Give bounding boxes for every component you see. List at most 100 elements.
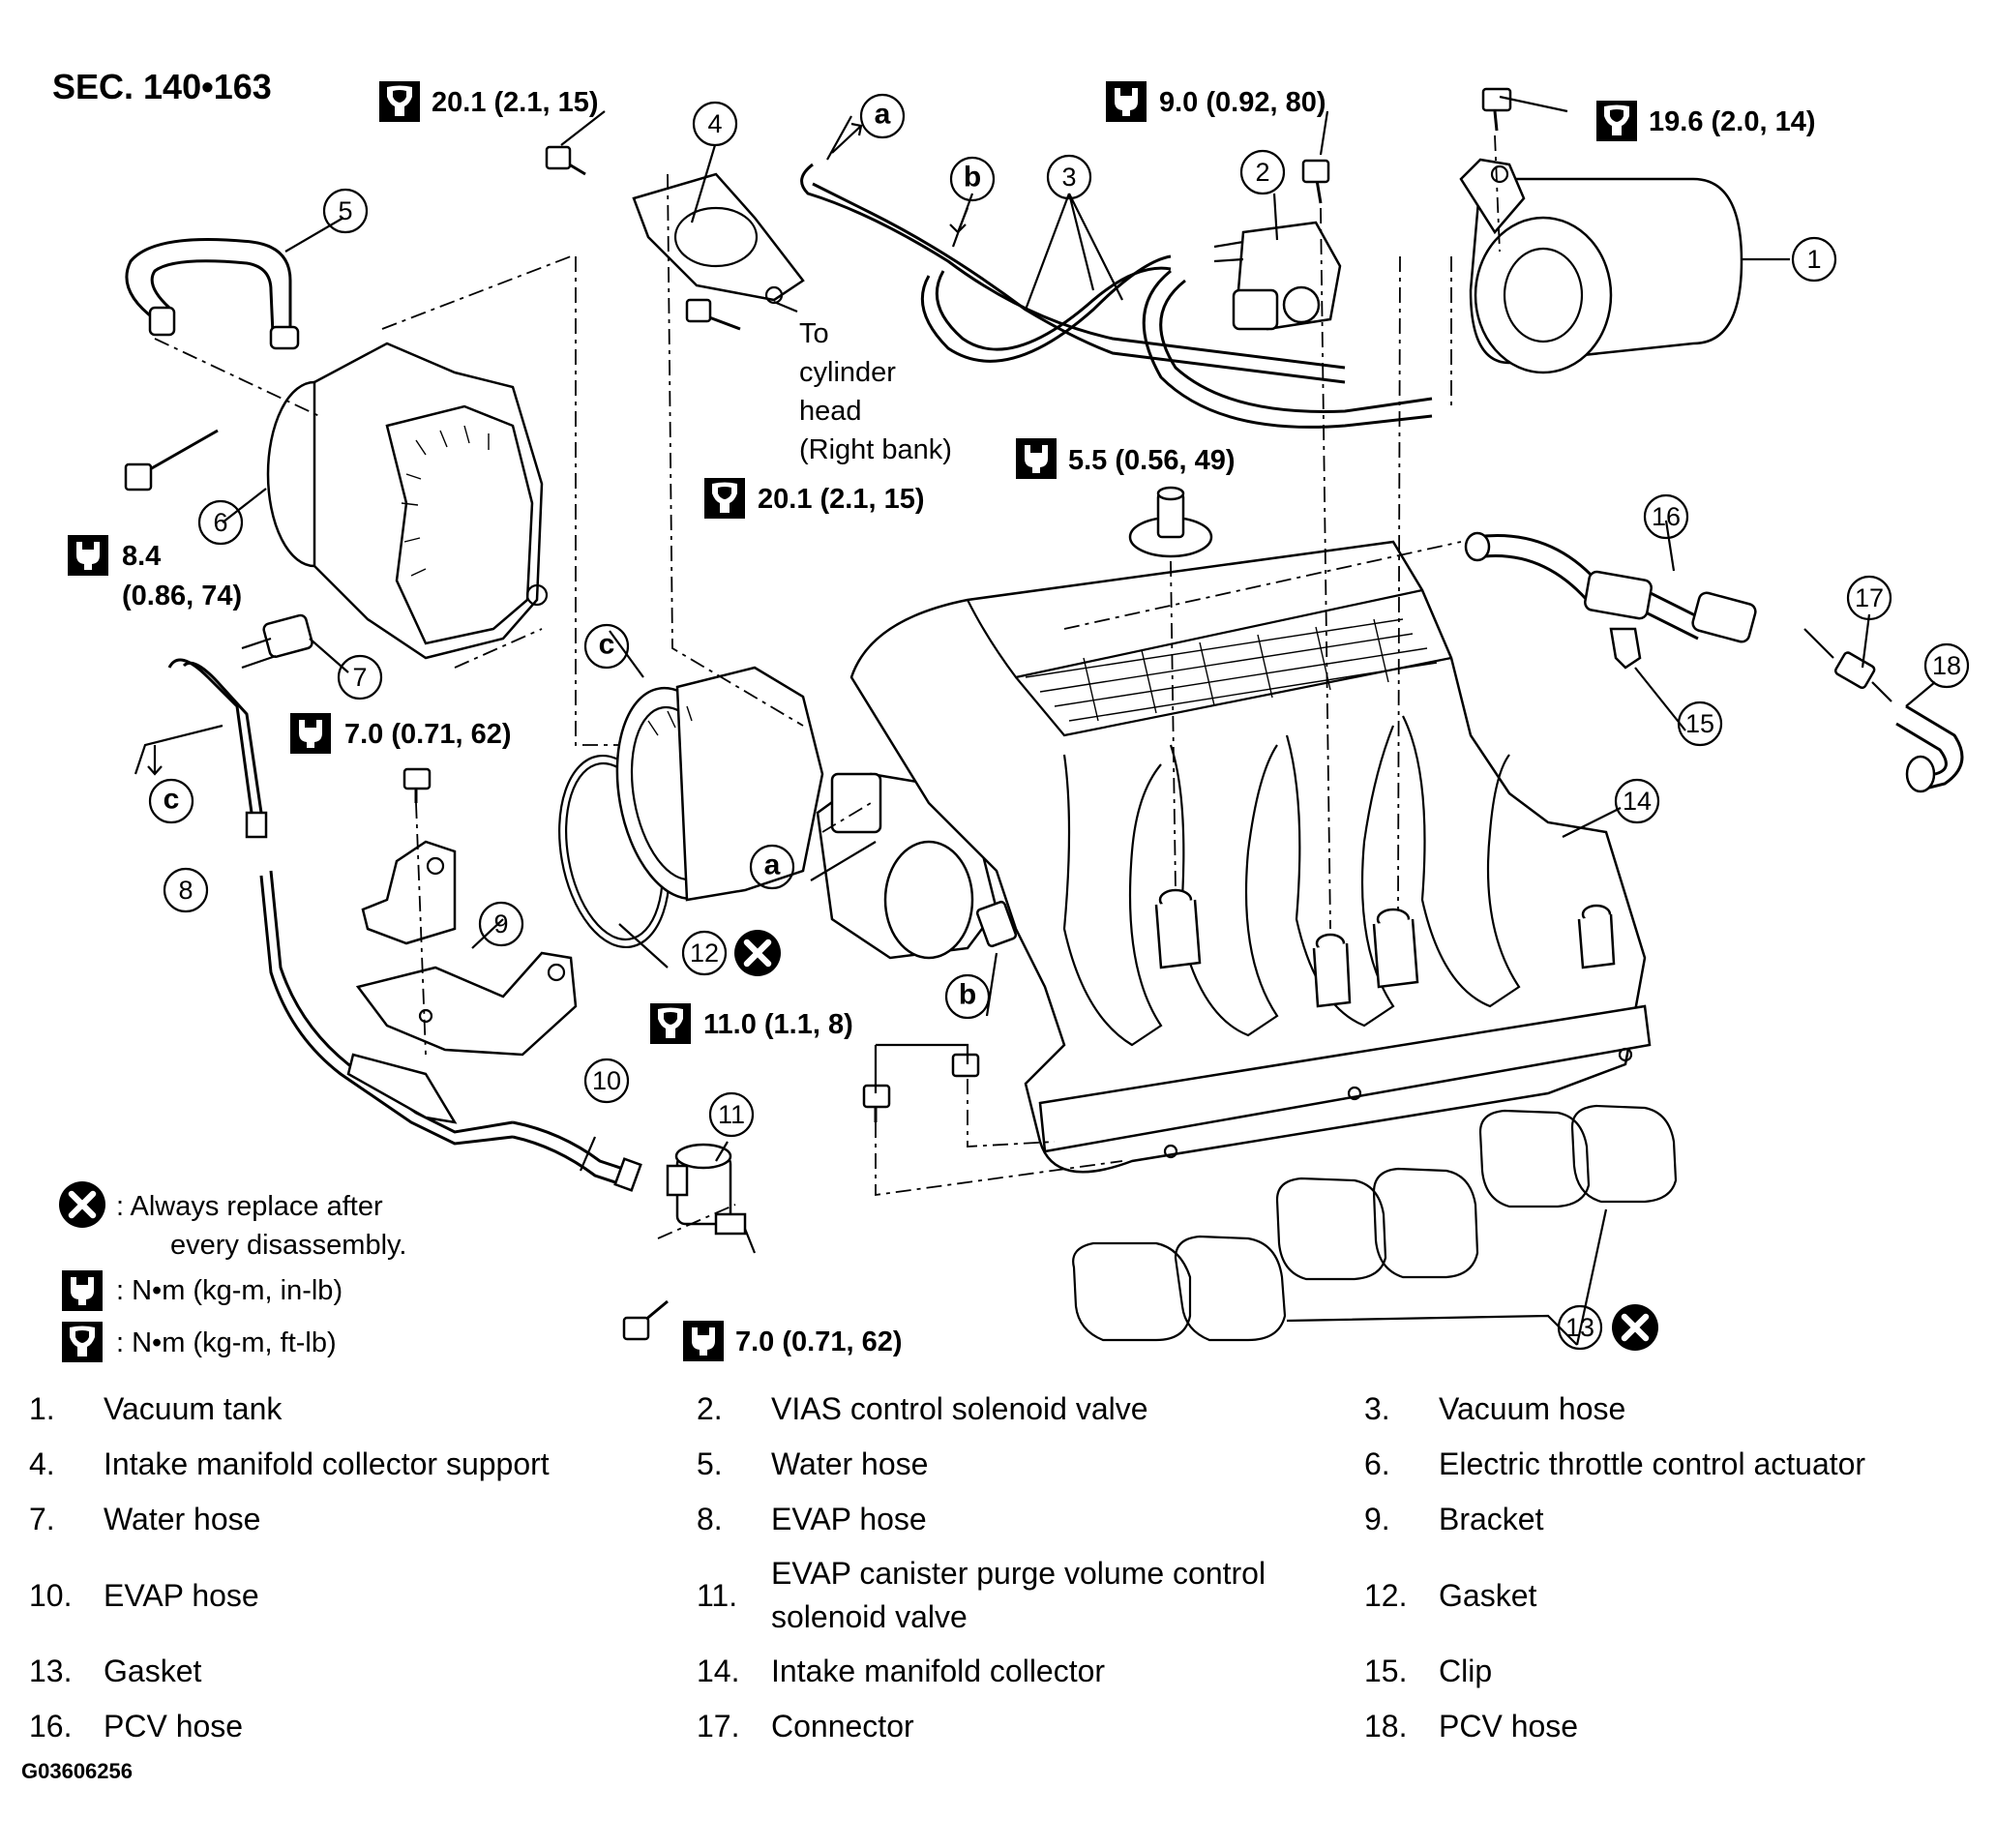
svg-text:9: 9 bbox=[493, 909, 508, 939]
legend-number: 18. bbox=[1364, 1709, 1408, 1744]
torque-wrench-icon bbox=[704, 478, 745, 519]
manifold-gaskets-part bbox=[1072, 1104, 1678, 1342]
legend-number: 14. bbox=[697, 1654, 740, 1688]
callout-14: 14 bbox=[1614, 778, 1660, 824]
legend-label: Bracket bbox=[1439, 1502, 1544, 1536]
callout-4: 4 bbox=[692, 101, 738, 147]
svg-text:c: c bbox=[599, 629, 615, 661]
legend-number: 4. bbox=[29, 1446, 55, 1481]
to-cylinder-head-annotation: To cylinder head (Right bank) bbox=[773, 300, 952, 465]
legend-label: Intake manifold collector bbox=[771, 1654, 1106, 1688]
torque-wrench-icon bbox=[62, 1270, 103, 1311]
callout-letter-b-top: b bbox=[949, 156, 996, 202]
legend-label: PCV hose bbox=[104, 1709, 244, 1744]
symbol-note: : Always replace after bbox=[116, 1191, 383, 1222]
bolts-group bbox=[124, 87, 1512, 1341]
collector-stud-part bbox=[1128, 486, 1213, 558]
pcv-hose-16-part bbox=[1464, 531, 1757, 643]
torque-wrench-icon bbox=[1596, 101, 1637, 141]
vacuum-hose-part bbox=[800, 163, 1433, 429]
vias-solenoid-valve-part bbox=[1213, 221, 1342, 331]
symbol-note: : N•m (kg-m, in-lb) bbox=[116, 1275, 343, 1306]
torque-value: 7.0 (0.71, 62) bbox=[344, 719, 512, 750]
legend-item: 8.EVAP hose bbox=[697, 1492, 1364, 1547]
torque-wrench-icon bbox=[683, 1321, 724, 1361]
svg-text:a: a bbox=[875, 99, 891, 131]
callout-15: 15 bbox=[1677, 700, 1723, 747]
legend-item: 4.Intake manifold collector support bbox=[29, 1437, 697, 1492]
section-label: SEC. 140•163 bbox=[52, 67, 272, 106]
torque-spec-solenoid: 7.0 (0.71, 62) bbox=[683, 1321, 903, 1361]
callout-11: 11 bbox=[708, 1091, 755, 1138]
throttle-chamber-part bbox=[615, 666, 824, 902]
svg-text:12: 12 bbox=[690, 939, 719, 968]
annotation-line: head bbox=[799, 396, 862, 427]
svg-text:b: b bbox=[964, 162, 981, 194]
torque-wrench-icon bbox=[68, 535, 108, 576]
torque-wrench-icon bbox=[1106, 81, 1147, 122]
annotation-line: To bbox=[799, 318, 829, 349]
torque-spec-throttle: 8.4 (0.86, 74) bbox=[68, 535, 242, 611]
legend-item: 7.Water hose bbox=[29, 1492, 697, 1547]
parts-legend: 1. Vacuum tank 2.VIAS control solenoid va… bbox=[29, 1382, 1974, 1754]
torque-wrench-icon bbox=[1016, 438, 1057, 479]
legend-label: PCV hose bbox=[1439, 1709, 1579, 1744]
svg-text:8: 8 bbox=[178, 876, 193, 905]
legend-number: 6. bbox=[1364, 1446, 1390, 1481]
legend-item: 2.VIAS control solenoid valve bbox=[697, 1382, 1364, 1437]
callout-1: 1 bbox=[1791, 236, 1837, 283]
legend-item: 1. Vacuum tank bbox=[29, 1382, 697, 1437]
legend-item: 5.Water hose bbox=[697, 1437, 1364, 1492]
replace-symbol-icon bbox=[59, 1181, 105, 1228]
connector-part bbox=[1803, 628, 1892, 702]
svg-text:3: 3 bbox=[1061, 163, 1076, 192]
svg-text:13: 13 bbox=[1565, 1313, 1594, 1342]
torque-wrench-icon bbox=[650, 1003, 691, 1044]
legend-item: 3.Vacuum hose bbox=[1364, 1382, 1974, 1437]
legend-item: 18. PCV hose bbox=[1364, 1699, 1974, 1754]
legend-item: 13.Gasket bbox=[29, 1644, 697, 1699]
alignment-lines bbox=[154, 134, 1501, 1239]
bracket-part bbox=[346, 840, 578, 1124]
water-hose-5-part bbox=[125, 238, 300, 350]
legend-label: Clip bbox=[1439, 1654, 1493, 1688]
svg-text:b: b bbox=[959, 979, 976, 1011]
legend-item: 17.Connector bbox=[697, 1699, 1364, 1754]
callout-letter-b-mid: b bbox=[944, 973, 991, 1020]
callout-6: 6 bbox=[197, 499, 244, 546]
callout-17: 17 bbox=[1846, 575, 1892, 621]
torque-wrench-icon bbox=[290, 713, 331, 754]
legend-number: 1. bbox=[29, 1391, 55, 1426]
svg-text:17: 17 bbox=[1855, 583, 1884, 612]
torque-value: 5.5 (0.56, 49) bbox=[1068, 445, 1236, 476]
callout-letter-a-top: a bbox=[859, 93, 906, 139]
svg-text:11: 11 bbox=[718, 1100, 745, 1129]
torque-value: 9.0 (0.92, 80) bbox=[1159, 87, 1326, 118]
flow-arrows bbox=[147, 122, 969, 776]
legend-label: Vacuum tank bbox=[104, 1391, 283, 1426]
legend-item: 9.Bracket bbox=[1364, 1492, 1974, 1547]
legend-label: Water hose bbox=[771, 1446, 929, 1481]
replace-symbol-icon bbox=[1612, 1304, 1658, 1351]
legend-label: EVAP canister purge volume control solen… bbox=[771, 1556, 1266, 1634]
vacuum-tank-part bbox=[1459, 158, 1743, 374]
legend-number: 3. bbox=[1364, 1391, 1390, 1426]
torque-wrench-icon bbox=[62, 1322, 103, 1362]
callout-letter-c-mid: c bbox=[583, 623, 630, 670]
legend-item: 10.EVAP hose bbox=[29, 1547, 697, 1644]
torque-spec-top-left: 20.1 (2.1, 15) bbox=[379, 81, 599, 122]
figure-id: G03606256 bbox=[21, 1759, 133, 1783]
callout-10: 10 bbox=[583, 1058, 630, 1104]
svg-text:2: 2 bbox=[1255, 158, 1269, 187]
legend-label: Connector bbox=[771, 1709, 914, 1744]
callout-13: 13 bbox=[1557, 1304, 1603, 1351]
torque-spec-bracket: 20.1 (2.1, 15) bbox=[704, 478, 925, 519]
torque-spec-lower: 11.0 (1.1, 8) bbox=[650, 1003, 853, 1044]
torque-value: 20.1 (2.1, 15) bbox=[758, 484, 925, 515]
legend-item: 6.Electric throttle control actuator bbox=[1364, 1437, 1974, 1492]
legend-label: Gasket bbox=[1439, 1577, 1537, 1613]
evap-hose-10-part bbox=[512, 1120, 642, 1192]
symbol-note: : N•m (kg-m, ft-lb) bbox=[116, 1327, 337, 1358]
legend-label: EVAP hose bbox=[771, 1502, 927, 1536]
torque-spec-bracket9: 7.0 (0.71, 62) bbox=[290, 713, 512, 754]
